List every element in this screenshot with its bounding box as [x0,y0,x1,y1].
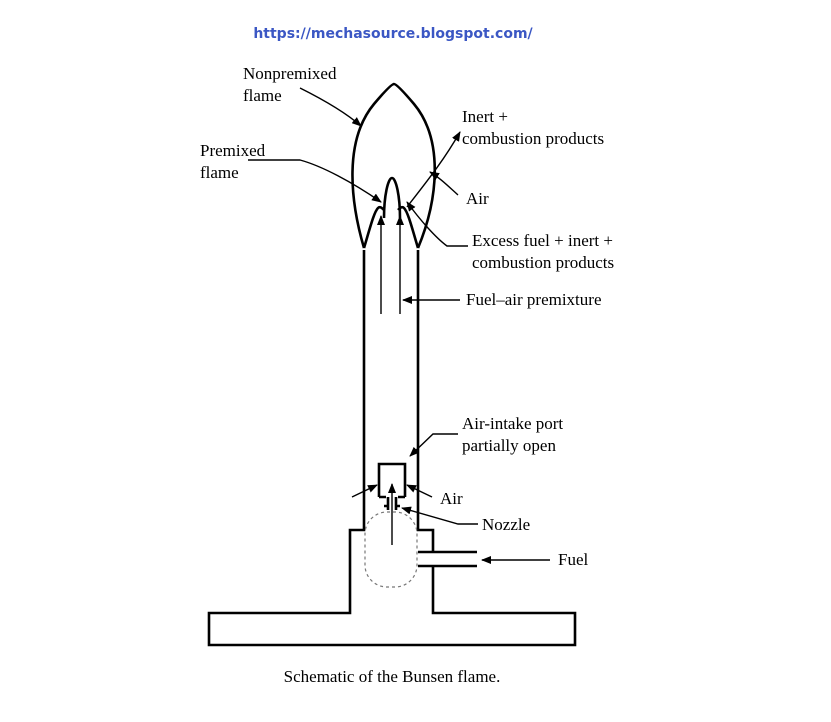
label-fuel: Fuel [558,550,589,569]
flame-base-inner [362,205,420,249]
label-air-top: Air [466,189,489,208]
mixing-chamber [364,511,418,588]
label-premixed-line1: Premixed [200,141,266,160]
label-inert-line2: combustion products [462,129,604,148]
label-premixture: Fuel–air premixture [466,290,602,309]
label-air-bottom: Air [440,489,463,508]
air-intake-port [377,462,407,499]
arrow-inert-products [406,131,461,208]
leader-excess-fuel [406,201,468,247]
fuel-pipe [418,550,477,568]
leader-nozzle [401,506,478,525]
label-nonpremixed-line1: Nonpremixed [243,64,337,83]
label-nonpremixed-line2: flame [243,86,282,105]
arrow-air-top [429,171,459,196]
leader-nonpremixed [299,87,362,127]
burner-body-outline [207,250,577,647]
source-url[interactable]: https://mechasource.blogspot.com/ [253,26,533,42]
nozzle [384,497,400,510]
nonpremixed-flame [351,82,436,249]
label-intake-line1: Air-intake port [462,414,563,433]
label-excess-line2: combustion products [472,253,614,272]
air-intake-arrow-right [406,484,433,498]
leader-intake [409,433,458,457]
label-inert-line1: Inert + [462,107,508,126]
air-intake-arrow-left [351,484,378,498]
label-intake-line2: partially open [462,436,556,455]
figure-caption: Schematic of the Bunsen flame. [284,667,501,686]
leader-premixed [248,159,382,203]
label-nozzle: Nozzle [482,515,530,534]
label-excess-line1: Excess fuel + inert + [472,231,613,250]
label-premixed-line2: flame [200,163,239,182]
premixed-flame-cone [382,176,402,219]
